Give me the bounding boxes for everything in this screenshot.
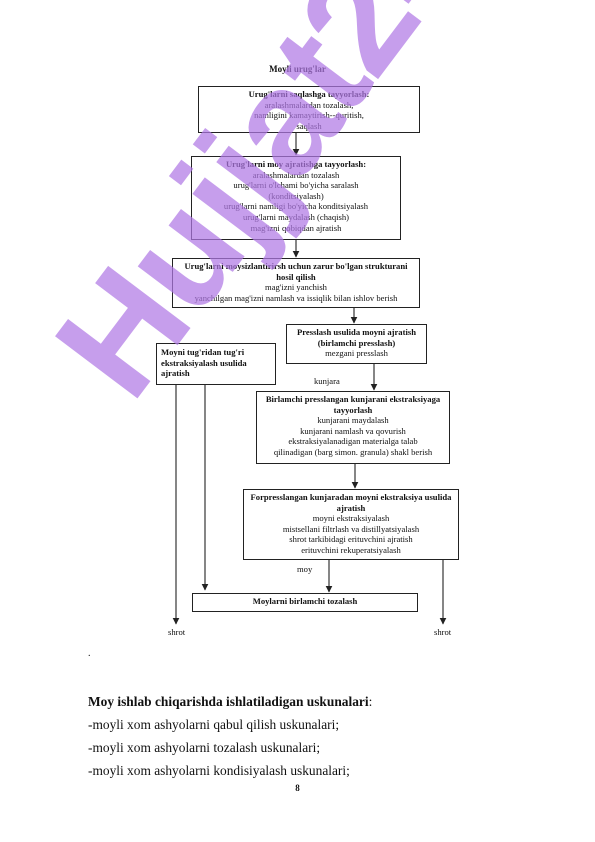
node-title: Urug'larni saqlashga tayyorlash: xyxy=(248,89,370,99)
node-line: ekstraksiyalanadigan materialga talab xyxy=(288,436,418,447)
node-title: Urug'larni moy ajratishga tayyorlash: xyxy=(225,159,367,169)
node-line: qilinadigan (barg simon. granula) shakl … xyxy=(273,446,433,457)
edge-label-kunjara: kunjara xyxy=(314,376,340,386)
edge-label-shrot-right: shrot xyxy=(434,627,452,637)
equipment-section: Moy ishlab chiqarishda ishlatiladigan us… xyxy=(88,690,558,782)
stray-dot: . xyxy=(88,648,91,659)
node-direct-extraction: Moyni tug'ridan tug'ri ekstraksiyalash u… xyxy=(156,343,276,385)
node-line: aralashmalardan tozalash xyxy=(252,169,340,180)
node-title: Forpresslangan kunjaradan moyni ekstraks… xyxy=(250,492,452,513)
list-item: -moyli xom ashyolarni qabul qilish uskun… xyxy=(88,717,340,732)
node-line: aralashmalardan tozalash, xyxy=(264,99,354,110)
node-structure-forming: Urug'larni moysizlantirirsh uchun zarur … xyxy=(172,258,420,308)
node-line: moyni ekstraksiyalash xyxy=(312,513,390,524)
node-line: mistsellani filtrlash va distillyatsiyal… xyxy=(282,523,420,534)
node-title: Moyni tug'ridan tug'ri ekstraksiyalash u… xyxy=(161,347,247,379)
node-line: erituvchini rekuperatsiyalash xyxy=(301,544,401,555)
node-line: urug'larni maydalash (chaqish) xyxy=(242,211,350,222)
node-seed-oil-extraction-prep: Urug'larni moy ajratishga tayyorlash: ar… xyxy=(191,156,401,240)
node-line: kunjarani maydalash xyxy=(317,415,389,426)
page-number: 8 xyxy=(295,783,300,793)
node-title: Moylarni birlamchi tozalash xyxy=(252,596,358,606)
node-line: urug'larni namligi bo'yicha konditsiyala… xyxy=(223,201,369,212)
node-line: mag'izni yanchish xyxy=(265,282,327,293)
node-line: yanchilgan mag'izni namlash va issiqlik … xyxy=(194,292,398,303)
edge-label-shrot-left: shrot xyxy=(168,627,186,637)
list-item: -moyli xom ashyolarni kondisiyalash usku… xyxy=(88,763,350,778)
node-cake-extraction-prep: Birlamchi presslangan kunjarani ekstraks… xyxy=(256,391,450,464)
node-line: shrot tarkibidagi erituvchini ajratish xyxy=(289,534,413,545)
section-heading: Moy ishlab chiqarishda ishlatiladigan us… xyxy=(88,694,373,709)
edge-label-moy: moy xyxy=(297,564,313,574)
node-seed-storage-prep: Urug'larni saqlashga tayyorlash: aralash… xyxy=(198,86,420,133)
node-forpress-extraction: Forpresslangan kunjaradan moyni ekstraks… xyxy=(243,489,459,560)
diagram-title: Moyli urug'lar xyxy=(269,64,326,74)
node-title: Urug'larni moysizlantirirsh uchun zarur … xyxy=(184,261,408,282)
node-title: Birlamchi presslangan kunjarani ekstraks… xyxy=(265,394,441,415)
node-line: kunjarani namlash va qovurish xyxy=(300,425,406,436)
list-item: -moyli xom ashyolarni tozalash uskunalar… xyxy=(88,740,321,755)
node-title: Presslash usulida moyni ajratish (birlam… xyxy=(297,327,416,348)
node-line: (konditsiyalash) xyxy=(268,190,324,201)
node-primary-oil-cleaning: Moylarni birlamchi tozalash xyxy=(192,593,418,612)
node-line: mag'izni qobiqdan ajratish xyxy=(250,222,342,233)
node-pressing-extraction: Presslash usulida moyni ajratish (birlam… xyxy=(286,324,427,364)
node-line: namligini kamaytirish--quritish, xyxy=(254,110,364,121)
node-line: urug'larni o'lchami bo'yicha saralash xyxy=(233,180,359,191)
node-line: mezgani presslash xyxy=(325,348,388,359)
node-line: saqlash xyxy=(296,120,322,131)
